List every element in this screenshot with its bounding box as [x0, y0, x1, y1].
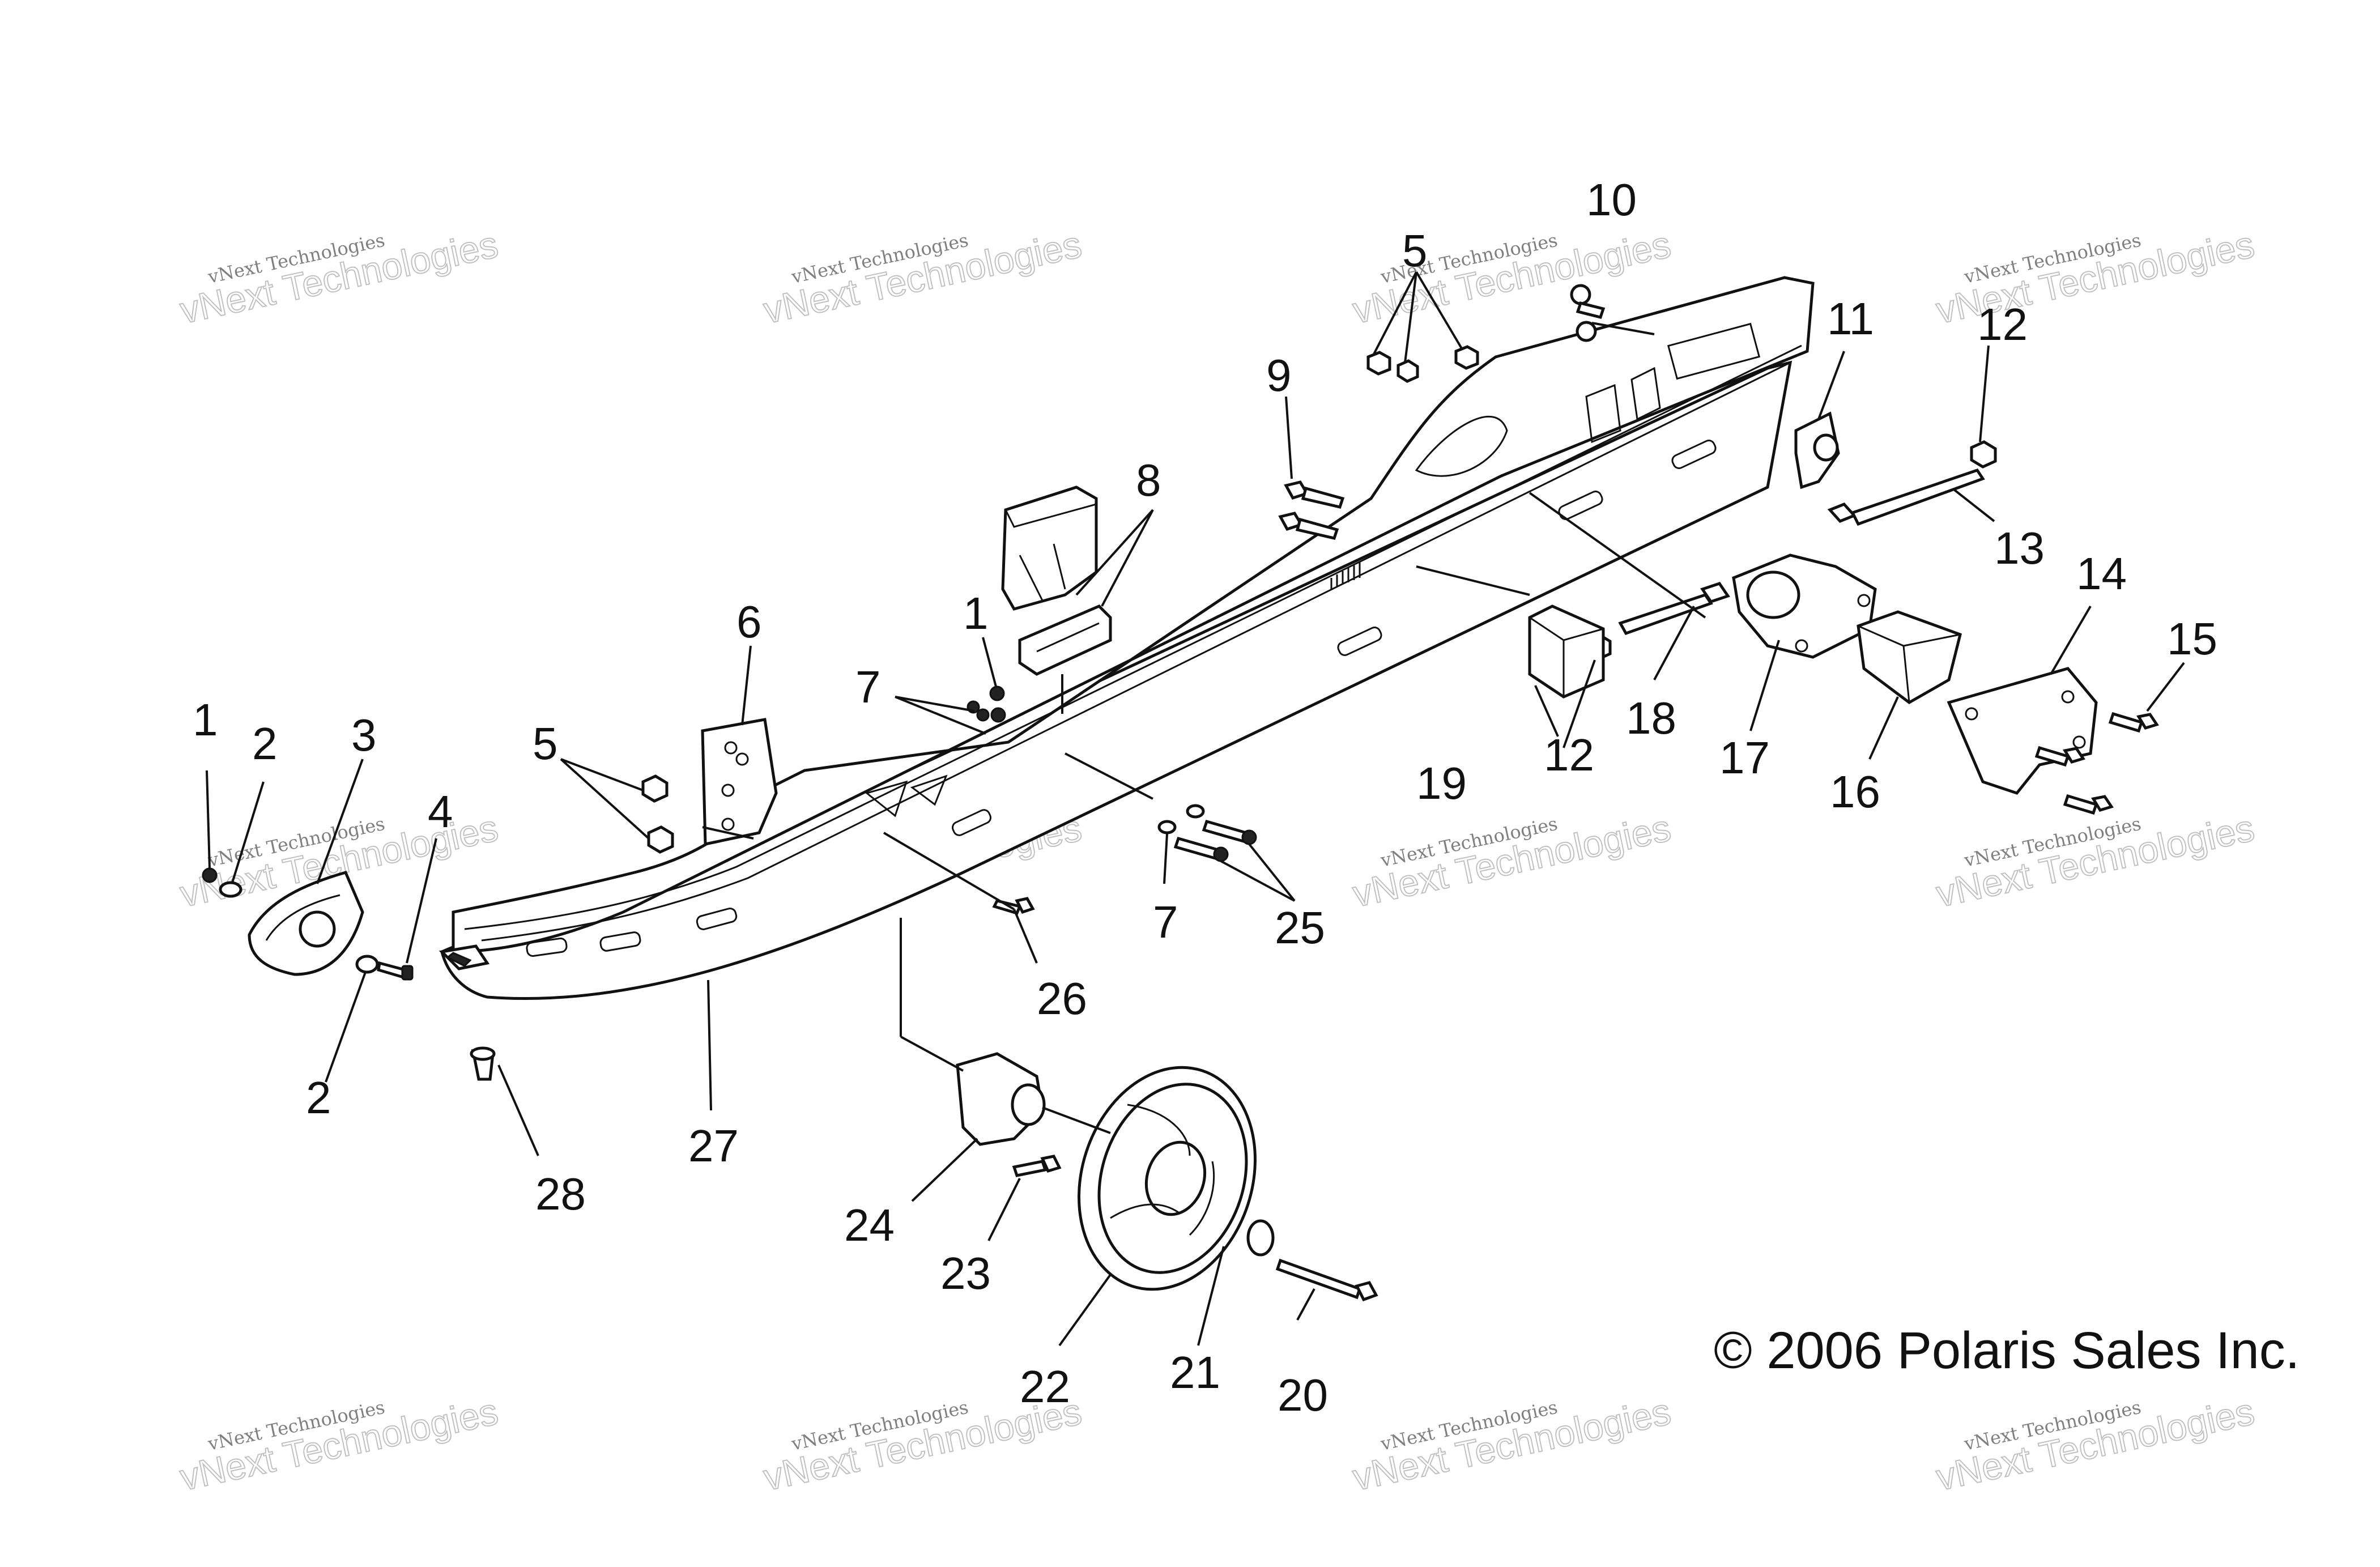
callout-1: 1	[193, 695, 218, 745]
copyright-text: © 2006 Polaris Sales Inc.	[1714, 1322, 2300, 1379]
callout-15: 15	[2167, 614, 2217, 664]
bracket-plate-part	[701, 718, 778, 846]
callout-7: 7	[855, 662, 881, 712]
end-block-part	[1857, 610, 1962, 704]
callout-8: 8	[1136, 455, 1161, 505]
callout-27: 27	[688, 1121, 739, 1171]
callout-14: 14	[2076, 548, 2127, 599]
callout-25: 25	[1275, 902, 1325, 953]
callout-5: 5	[533, 718, 558, 769]
callout-10: 10	[1586, 174, 1637, 225]
callout-24: 24	[844, 1200, 895, 1250]
callout-9: 9	[1266, 350, 1292, 401]
callout-20: 20	[1278, 1370, 1328, 1420]
callout-28: 28	[535, 1169, 586, 1219]
callout-6: 6	[736, 597, 762, 647]
callout-23: 23	[940, 1248, 991, 1298]
callout-17: 17	[1719, 733, 1770, 783]
leader-lines	[206, 271, 2185, 1347]
callout-18: 18	[1626, 693, 1676, 743]
callout-5b: 5	[1402, 225, 1428, 276]
rail-assembly	[438, 276, 1815, 1000]
callout-26: 26	[1037, 973, 1087, 1024]
callout-3: 3	[351, 710, 377, 760]
spacer-block-part	[1528, 604, 1605, 699]
callout-1b: 1	[963, 588, 989, 638]
idler-wheel-part	[1078, 1066, 1257, 1291]
callout-16: 16	[1830, 767, 1880, 817]
mount-plate-part	[1947, 667, 2098, 795]
callout-22: 22	[1020, 1361, 1070, 1412]
callout-labels: 1 2 3 4 2 5 6 7 1 8 9 5 10 11 12 13 14 1…	[193, 174, 2217, 1420]
callout-21: 21	[1170, 1347, 1220, 1398]
callout-13: 13	[1994, 523, 2045, 573]
callout-12: 12	[1977, 299, 2028, 350]
callout-4: 4	[428, 786, 453, 837]
callout-2: 2	[252, 718, 278, 769]
callout-11: 11	[1827, 293, 1874, 344]
callout-19: 19	[1416, 758, 1467, 808]
callout-2b: 2	[306, 1072, 331, 1123]
callout-12b: 12	[1544, 730, 1594, 780]
callout-7b: 7	[1153, 897, 1178, 947]
slider-block-part	[1001, 486, 1098, 611]
